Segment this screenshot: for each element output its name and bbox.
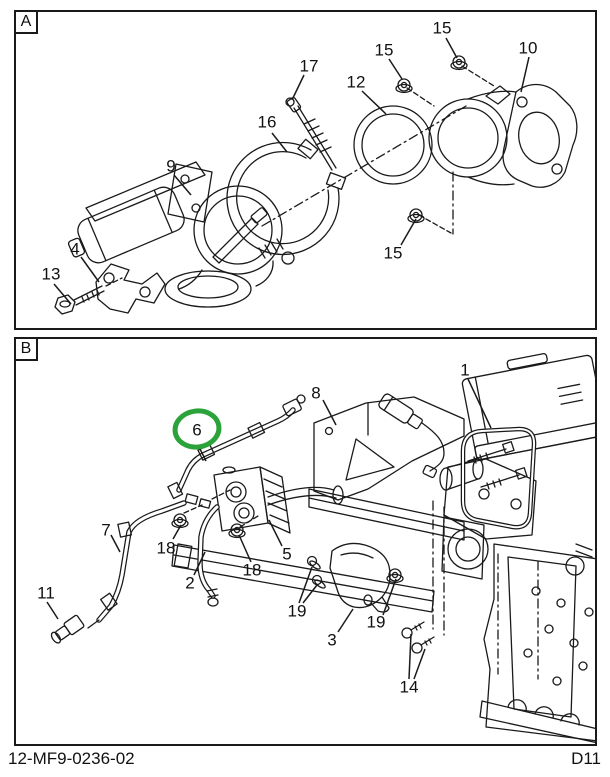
part-tbolt-17	[285, 96, 337, 171]
callout-15: 15	[433, 19, 452, 38]
callout-8: 8	[311, 384, 320, 403]
page-code: D11	[571, 749, 601, 768]
panel-a: A	[14, 10, 597, 330]
part-fitting-11	[50, 614, 100, 644]
callout-leader-15	[388, 58, 403, 80]
callout-leader-14	[413, 648, 426, 680]
figure-number: 12-MF9-0236-02	[8, 749, 135, 768]
callout-leader-1	[467, 378, 492, 429]
callout-leader-18	[238, 534, 252, 563]
callout-leader-4	[80, 256, 100, 283]
part-shield-8	[313, 396, 465, 501]
panel-a-callouts: 17 15 15 10 12 16 9 4 13 15	[42, 19, 538, 305]
panel-b-label: B	[14, 337, 38, 361]
callout-leader-19	[382, 578, 397, 616]
callout-7: 7	[101, 521, 110, 540]
part-shield-3	[329, 542, 391, 613]
callout-leader-16	[271, 132, 288, 153]
part-cooler-5	[213, 466, 344, 534]
panel-a-label: A	[14, 10, 38, 34]
part-junction	[183, 489, 259, 528]
callout-leader-7	[110, 534, 121, 553]
callout-9: 9	[166, 157, 175, 176]
part-hose-7	[96, 500, 187, 623]
callout-15: 15	[375, 41, 394, 60]
callout-leader-8	[322, 399, 337, 426]
part-nut-15	[407, 208, 425, 224]
callout-10: 10	[519, 39, 538, 58]
part-gasket-loop-1	[460, 426, 537, 530]
callout-6: 6	[192, 421, 201, 440]
callout-16: 16	[258, 113, 277, 132]
callout-13: 13	[42, 265, 61, 284]
callout-leader-14	[408, 633, 412, 680]
callout-3: 3	[327, 631, 336, 650]
callout-leader-2	[193, 551, 206, 576]
callout-leader-11	[46, 601, 59, 620]
callout-17: 17	[300, 57, 319, 76]
callout-leader-9	[173, 174, 192, 196]
callout-15: 15	[384, 244, 403, 263]
callout-leader-15	[400, 218, 417, 246]
callout-4: 4	[70, 240, 79, 259]
part-engine-assembly	[439, 353, 595, 744]
callout-12: 12	[347, 73, 366, 92]
part-bolt-13	[54, 277, 123, 315]
part-vband-clamp-16	[226, 138, 347, 256]
installed-view-b	[50, 353, 595, 744]
callout-18: 18	[243, 561, 262, 580]
highlight-ellipse	[172, 408, 222, 450]
callout-leader-13	[53, 283, 72, 305]
part-elbow-10	[406, 65, 578, 235]
callout-leader-15	[445, 37, 458, 59]
part-nut-15	[450, 55, 468, 71]
part-bolts-19	[306, 555, 326, 589]
callout-leader-3	[337, 608, 354, 633]
part-nut-18	[228, 523, 246, 539]
panel-b-drawing: 8 1 7 18 2 18 5 11 19 3 19 14 6	[37, 353, 595, 744]
panel-a-drawing: 17 15 15 10 12 16 9 4 13 15	[42, 19, 578, 315]
callout-1: 1	[460, 361, 469, 380]
part-mounting-bracket	[171, 488, 485, 636]
part-gasket-12	[353, 105, 433, 185]
callout-18: 18	[157, 539, 176, 558]
callout-leader-19	[302, 584, 318, 604]
callout-leader-5	[268, 519, 283, 547]
callout-leader-19	[298, 566, 313, 604]
panel-b: B	[14, 337, 597, 746]
part-nut-15	[395, 78, 413, 94]
callout-leader-10	[520, 56, 530, 93]
callout-19: 19	[288, 602, 307, 621]
callout-11: 11	[37, 584, 55, 603]
callout-2: 2	[185, 574, 194, 593]
part-studs	[467, 441, 528, 490]
exploded-view-a	[54, 55, 578, 315]
part-bracket-4	[95, 263, 166, 314]
callout-14: 14	[400, 678, 419, 697]
callout-19: 19	[367, 613, 386, 632]
part-bolts-14	[401, 621, 435, 654]
panel-b-callouts: 8 1 7 18 2 18 5 11 19 3 19 14 6	[37, 361, 492, 697]
callout-leader-12	[361, 90, 387, 115]
callout-leader-18	[172, 524, 182, 540]
part-sensor	[378, 393, 445, 479]
callout-leader-17	[291, 74, 305, 101]
callout-5: 5	[282, 545, 291, 564]
